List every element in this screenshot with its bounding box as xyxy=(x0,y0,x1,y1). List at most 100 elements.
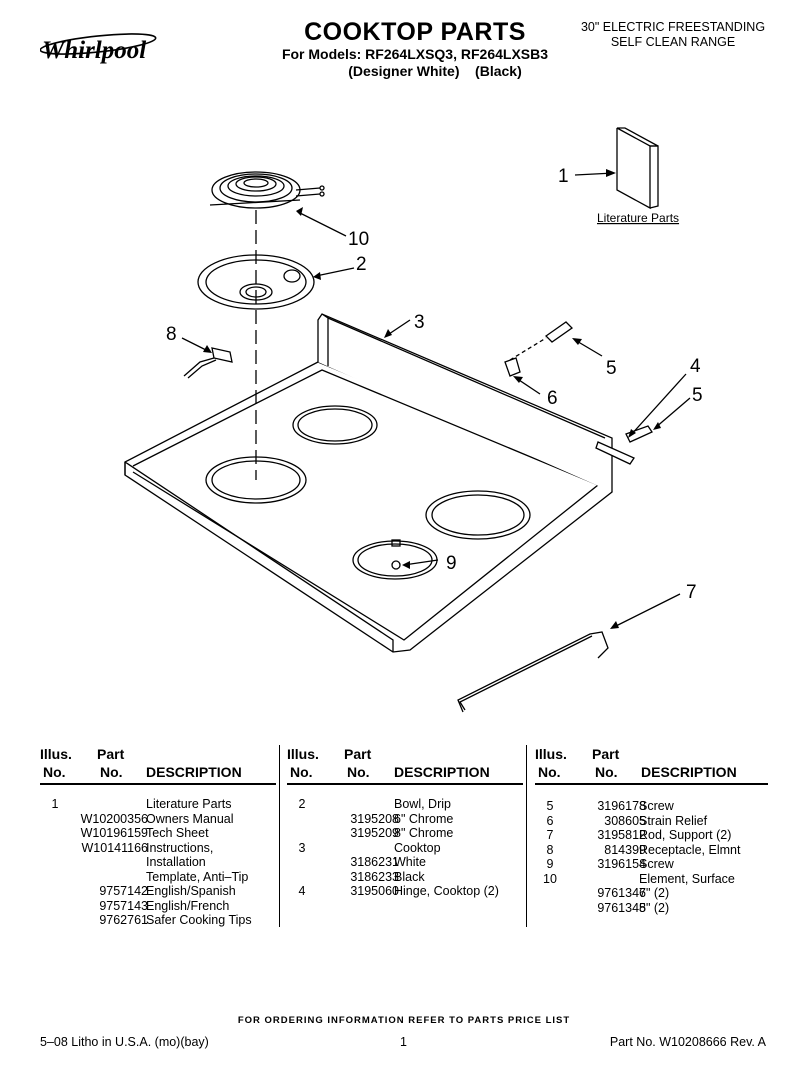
screw-top xyxy=(509,321,574,361)
hdr-description: DESCRIPTION xyxy=(394,764,490,780)
surface-element xyxy=(209,171,325,209)
hdr-illus-no: No. xyxy=(538,764,561,780)
cell-illus: 4 xyxy=(298,884,306,898)
cell-desc: Receptacle, Elmnt xyxy=(639,842,741,857)
hinge xyxy=(595,425,653,465)
cell-illus: 8 xyxy=(546,842,554,857)
cell-desc: Instructions, xyxy=(146,840,214,855)
cell-part: 9762761 xyxy=(99,913,148,927)
table-col-2: Illus. No. Part No. DESCRIPTION 2 Bowl, D… xyxy=(287,745,523,898)
cell-illus: 2 xyxy=(298,797,306,811)
cell-desc: Cooktop xyxy=(394,840,441,855)
table-row: Installation xyxy=(40,855,276,870)
cell-part: W10141166 xyxy=(81,840,149,855)
cell-desc: Bowl, Drip xyxy=(394,797,451,811)
cell-part: W10196159 xyxy=(80,826,148,840)
cell-desc: Black xyxy=(394,869,425,884)
cell-desc: 8" Chrome xyxy=(394,826,454,840)
column-divider xyxy=(526,745,527,927)
hdr-illus: Illus. xyxy=(40,746,72,762)
cell-desc: Hinge, Cooktop (2) xyxy=(394,884,499,898)
colors-line: (Designer White) (Black) xyxy=(348,63,522,79)
literature-book xyxy=(616,127,659,210)
cell-desc: Strain Relief xyxy=(639,813,708,828)
callout-5-bottom: 5 xyxy=(692,385,703,406)
table-row: Template, Anti–Tip xyxy=(40,870,276,885)
range-line-1: 30" ELECTRIC FREESTANDING xyxy=(580,20,766,34)
hdr-description: DESCRIPTION xyxy=(641,764,737,780)
cell-part: 308605 xyxy=(604,813,646,828)
table-row: 3 Cooktop xyxy=(287,841,523,856)
table-header-2: Illus. No. Part No. DESCRIPTION xyxy=(287,745,523,785)
cell-part: 3195812 xyxy=(597,828,646,842)
hdr-part: Part xyxy=(592,746,620,762)
receptacle xyxy=(183,347,233,379)
hdr-part-no: No. xyxy=(347,764,370,780)
hdr-part-no: No. xyxy=(595,764,618,780)
cell-desc: Tech Sheet xyxy=(146,826,209,840)
ordering-note: FOR ORDERING INFORMATION REFER TO PARTS … xyxy=(237,1015,571,1026)
part-number: Part No. W10208666 Rev. A xyxy=(609,1035,766,1049)
range-type: 30" ELECTRIC FREESTANDING SELF CLEAN RAN… xyxy=(560,20,786,50)
cell-desc: English/French xyxy=(146,898,230,913)
cell-illus: 1 xyxy=(51,797,59,811)
cell-desc: Screw xyxy=(639,857,674,871)
cell-part: 3186233 xyxy=(350,869,399,884)
callout-3: 3 xyxy=(414,312,425,333)
cell-illus: 5 xyxy=(546,799,554,813)
hdr-illus: Illus. xyxy=(535,746,567,762)
hdr-part-no: No. xyxy=(100,764,123,780)
cell-illus: 7 xyxy=(546,828,554,842)
range-line-2: SELF CLEAN RANGE xyxy=(610,35,736,49)
hdr-part: Part xyxy=(344,746,372,762)
cell-part: 9757143 xyxy=(99,898,148,913)
page-title: COOKTOP PARTS xyxy=(304,18,526,46)
models-line: For Models: RF264LXSQ3, RF264LXSB3 xyxy=(281,46,549,62)
callout-7: 7 xyxy=(686,582,697,603)
cell-desc: Owners Manual xyxy=(146,811,234,826)
cell-desc: 6" Chrome xyxy=(394,811,454,826)
callout-4: 4 xyxy=(690,356,701,377)
support-rod xyxy=(457,631,609,713)
table-header-1: Illus. No. Part No. DESCRIPTION xyxy=(40,745,276,785)
hdr-part: Part xyxy=(97,746,125,762)
cell-illus: 10 xyxy=(543,871,557,886)
cell-desc: Safer Cooking Tips xyxy=(146,913,252,927)
hdr-illus-no: No. xyxy=(43,764,66,780)
column-divider xyxy=(279,745,280,927)
cell-part: 9757142 xyxy=(99,884,148,898)
cell-illus: 3 xyxy=(298,840,306,855)
cell-desc: Template, Anti–Tip xyxy=(146,869,249,884)
callout-10: 10 xyxy=(348,229,369,250)
cell-desc: Installation xyxy=(146,855,206,869)
whirlpool-logo: Whirlpool xyxy=(40,33,157,64)
literature-parts-label: Literature Parts xyxy=(597,211,679,225)
cell-part: 3186231 xyxy=(350,855,399,869)
cell-desc: Rod, Support (2) xyxy=(639,828,732,842)
exploded-diagram: 1 10 2 8 3 5 6 4 5 9 7 Literature Parts xyxy=(124,127,703,713)
cell-part: 9761347 xyxy=(597,886,646,900)
cell-illus: 6 xyxy=(546,813,554,828)
